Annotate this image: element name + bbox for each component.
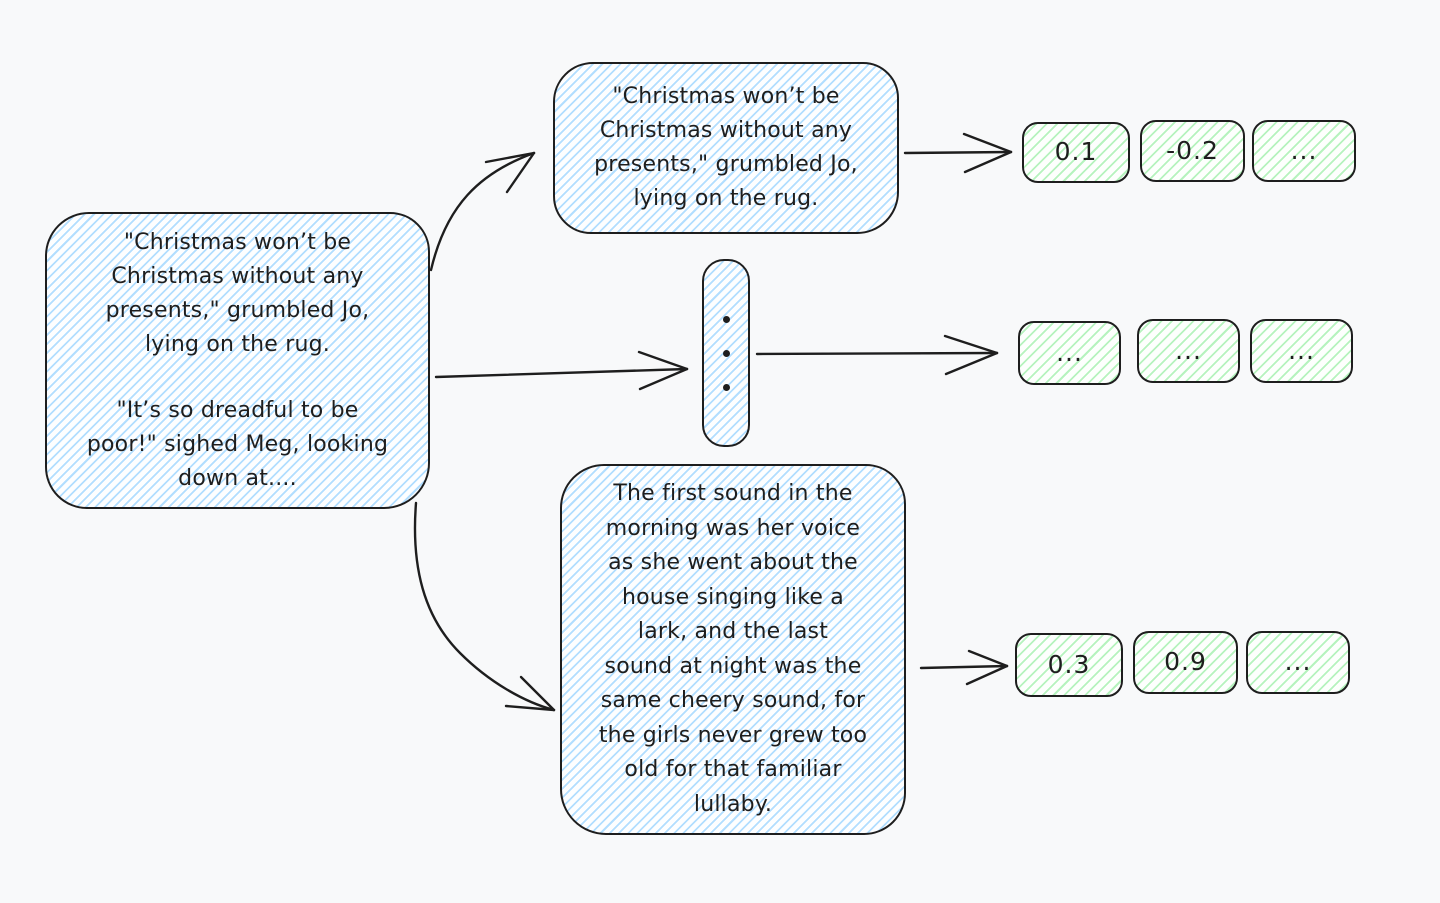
arrow-chunk1-to-embeddings [903,132,1013,174]
ellipsis-dot [722,383,730,391]
arrow-chunk3-to-embeddings [919,649,1009,686]
embedding-value-box: ... [1246,631,1350,694]
embedding-value-box: ... [1018,321,1121,385]
embedding-value-box: 0.1 [1022,122,1130,183]
embedding-value: ... [1288,335,1315,365]
embedding-value: -0.2 [1166,135,1219,165]
chunk-ellipsis-box [702,259,750,447]
embedding-value: ... [1284,647,1312,676]
embedding-value: 0.3 [1047,649,1091,679]
chunk-3-text: The first sound in the morning was her v… [598,481,868,817]
ellipsis-dot [722,349,730,357]
embedding-value: ... [1056,337,1083,367]
chunk-1-text: "Christmas won’t be Christmas without an… [594,84,858,211]
chunk-1-box: "Christmas won’t be Christmas without an… [553,62,899,234]
source-document-box: "Christmas won’t be Christmas without an… [45,212,430,509]
arrow-document-to-chunk1 [429,151,536,272]
ellipsis-dot [722,315,730,323]
arrow-document-to-chunk3 [413,501,556,712]
source-paragraph-1: "Christmas won’t be Christmas without an… [105,229,370,357]
embedding-value-box: ... [1137,319,1240,383]
embedding-value-box: -0.2 [1140,120,1245,182]
embedding-value: 0.9 [1164,647,1207,676]
embedding-value-box: ... [1250,319,1353,383]
arrow-document-to-ellipsis [434,350,689,391]
embedding-value-box: ... [1252,120,1356,182]
embedding-value: ... [1175,335,1202,365]
embedding-value: ... [1290,135,1318,165]
source-paragraph-2: "It’s so dreadful to be poor!" sighed Me… [86,397,389,491]
embedding-value-box: 0.3 [1015,633,1123,697]
embedding-value: 0.1 [1054,137,1098,166]
arrow-ellipsis-to-embeddings [755,334,999,376]
chunk-3-box: The first sound in the morning was her v… [560,464,906,835]
embedding-value-box: 0.9 [1133,631,1238,694]
